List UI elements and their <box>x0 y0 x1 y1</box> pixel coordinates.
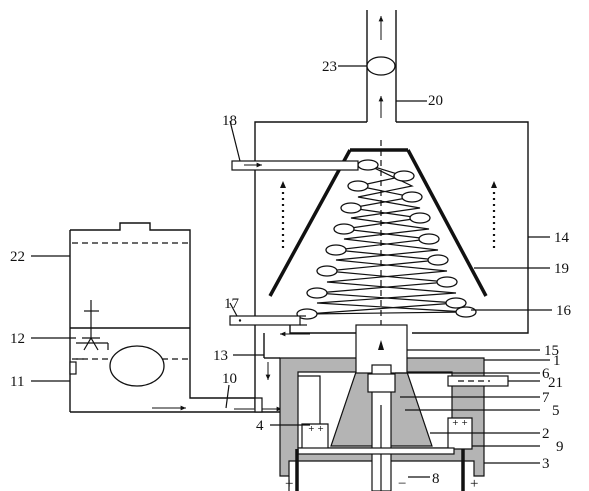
label-12: 12 <box>10 331 25 347</box>
duct <box>254 325 280 408</box>
label-4: 4 <box>256 418 264 434</box>
tank <box>69 222 290 413</box>
label-21: 21 <box>548 375 563 391</box>
label-10: 10 <box>222 371 237 387</box>
plus-sign-right: + <box>470 476 478 491</box>
axis-arrow <box>378 340 384 350</box>
label-3: 3 <box>542 456 550 472</box>
label-20: 20 <box>428 93 443 109</box>
svg-text:+ +: + + <box>452 418 468 427</box>
label-22: 22 <box>10 249 25 265</box>
svg-text:+ +: + + <box>308 424 324 433</box>
label-13: 13 <box>213 348 228 364</box>
label-2: 2 <box>542 426 550 442</box>
label-11: 11 <box>10 374 24 390</box>
label-19: 19 <box>554 261 569 277</box>
upper-pipe <box>231 160 359 171</box>
label-23: 23 <box>322 59 337 75</box>
circulation-arrows <box>280 181 497 248</box>
plus-sign-left: + <box>285 476 293 491</box>
cell-base: + + + + <box>254 324 485 491</box>
label-6: 6 <box>542 366 550 382</box>
lower-pipe <box>229 315 310 337</box>
label-15: 15 <box>544 343 559 359</box>
label-17: 17 <box>224 296 240 312</box>
valve <box>76 300 109 360</box>
minus-sign: − <box>398 476 406 491</box>
leader-lines <box>31 65 552 478</box>
label-8: 8 <box>432 471 440 487</box>
label-18: 18 <box>222 113 237 129</box>
cone-shell <box>268 148 488 297</box>
label-16: 16 <box>556 303 572 319</box>
flow-meter <box>366 56 396 76</box>
label-14: 14 <box>554 230 570 246</box>
furnace-chamber <box>254 121 529 334</box>
label-9: 9 <box>556 439 564 455</box>
inlet-pipe <box>447 375 509 387</box>
label-7: 7 <box>542 390 550 406</box>
heat-exchange-coil <box>296 159 477 320</box>
label-1: 1 <box>553 353 561 369</box>
label-5: 5 <box>552 403 560 419</box>
